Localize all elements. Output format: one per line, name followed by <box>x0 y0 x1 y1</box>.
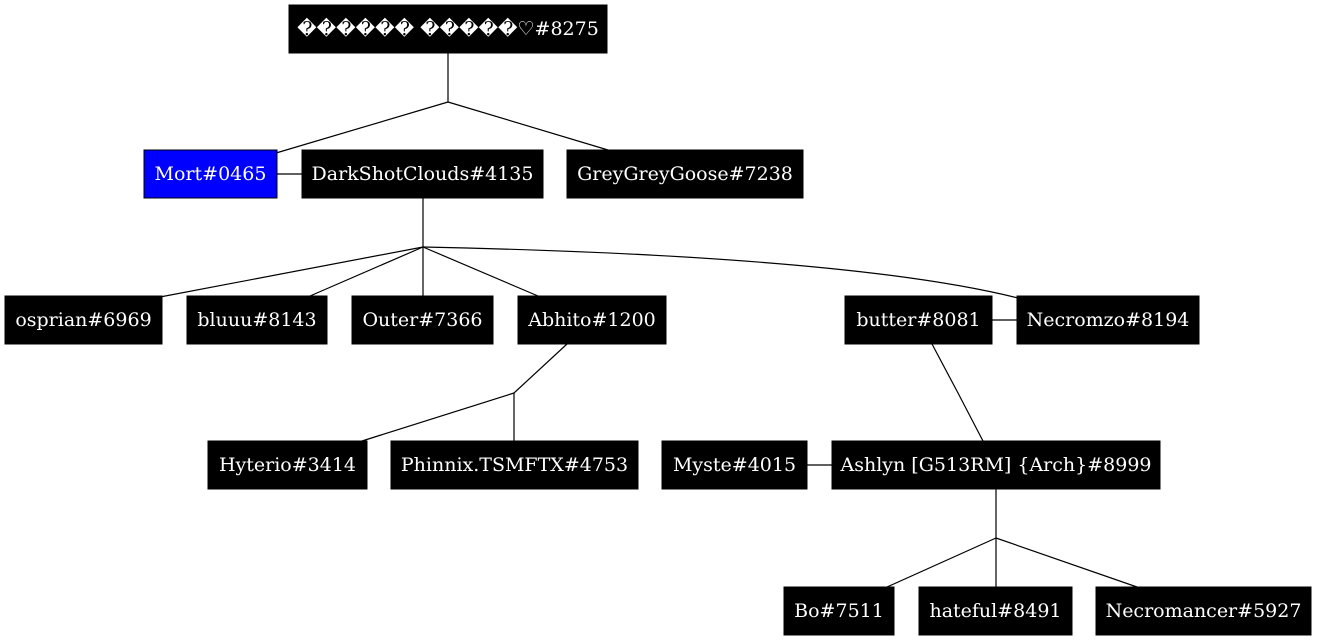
node-bo[interactable]: Bo#7511 <box>783 586 895 636</box>
edge-abhito-hyterio <box>361 392 515 442</box>
node-label: GreyGreyGoose#7238 <box>577 163 793 185</box>
node-box <box>1016 295 1200 345</box>
edge-darkshot-osprian <box>159 246 424 298</box>
node-butter[interactable]: butter#8081 <box>844 295 993 345</box>
node-label: Abhito#1200 <box>527 309 656 331</box>
node-label: Mort#0465 <box>155 163 267 185</box>
node-label: Myste#4015 <box>673 454 796 476</box>
edge-darkshot-bluuu <box>309 246 424 297</box>
node-label: hateful#8491 <box>929 600 1061 622</box>
node-box <box>783 586 895 636</box>
edge-abhito-junction <box>513 343 568 394</box>
node-label: ������ �����♡#8275 <box>297 17 599 40</box>
node-root[interactable]: ������ �����♡#8275 <box>288 4 608 54</box>
node-osprian[interactable]: osprian#6969 <box>4 295 163 345</box>
node-label: Hyterio#3414 <box>219 454 356 476</box>
edge-darkshot-necromzo <box>422 246 1019 299</box>
node-label: Necromancer#5927 <box>1106 600 1302 622</box>
node-box <box>207 440 368 490</box>
node-label: Phinnix.TSMFTX#4753 <box>401 454 628 476</box>
edge-butter-ashlyn <box>931 343 984 442</box>
node-label: bluuu#8143 <box>197 309 316 331</box>
node-darkshotclouds[interactable]: DarkShotClouds#4135 <box>301 149 544 199</box>
node-label: Bo#7511 <box>794 600 884 622</box>
node-box <box>288 4 608 54</box>
edge-root-mort <box>275 101 449 154</box>
node-label: butter#8081 <box>856 309 980 331</box>
node-label: DarkShotClouds#4135 <box>312 163 534 185</box>
edge-ashlyn-necromancer <box>995 537 1138 588</box>
node-box <box>517 295 667 345</box>
edge-darkshot-abhito <box>422 246 539 297</box>
node-box <box>831 440 1161 490</box>
node-greygreygoose[interactable]: GreyGreyGoose#7238 <box>566 149 804 199</box>
connector-lines <box>159 53 1138 588</box>
node-myste[interactable]: Myste#4015 <box>661 440 808 490</box>
node-box <box>186 295 328 345</box>
node-label: Ashlyn [G513RM] {Arch}#8999 <box>840 454 1152 476</box>
node-label: Outer#7366 <box>362 309 482 331</box>
node-label: Necromzo#8194 <box>1027 309 1190 331</box>
node-box <box>661 440 808 490</box>
node-hateful[interactable]: hateful#8491 <box>918 586 1073 636</box>
node-bluuu[interactable]: bluuu#8143 <box>186 295 328 345</box>
node-box <box>143 149 278 199</box>
node-necromancer[interactable]: Necromancer#5927 <box>1095 586 1312 636</box>
node-ashlyn[interactable]: Ashlyn [G513RM] {Arch}#8999 <box>831 440 1161 490</box>
node-abhito[interactable]: Abhito#1200 <box>517 295 667 345</box>
node-box <box>390 440 639 490</box>
node-necromzo[interactable]: Necromzo#8194 <box>1016 295 1200 345</box>
edge-root-greygoose <box>447 101 609 151</box>
node-box <box>1095 586 1312 636</box>
node-mort[interactable]: Mort#0465 <box>143 149 278 199</box>
node-hyterio[interactable]: Hyterio#3414 <box>207 440 368 490</box>
node-box <box>844 295 993 345</box>
node-outer[interactable]: Outer#7366 <box>351 295 494 345</box>
edge-ashlyn-bo <box>886 537 997 588</box>
node-box <box>918 586 1073 636</box>
node-label: osprian#6969 <box>15 309 151 331</box>
node-box <box>301 149 544 199</box>
node-box <box>351 295 494 345</box>
node-phinnix[interactable]: Phinnix.TSMFTX#4753 <box>390 440 639 490</box>
node-box <box>566 149 804 199</box>
node-box <box>4 295 163 345</box>
